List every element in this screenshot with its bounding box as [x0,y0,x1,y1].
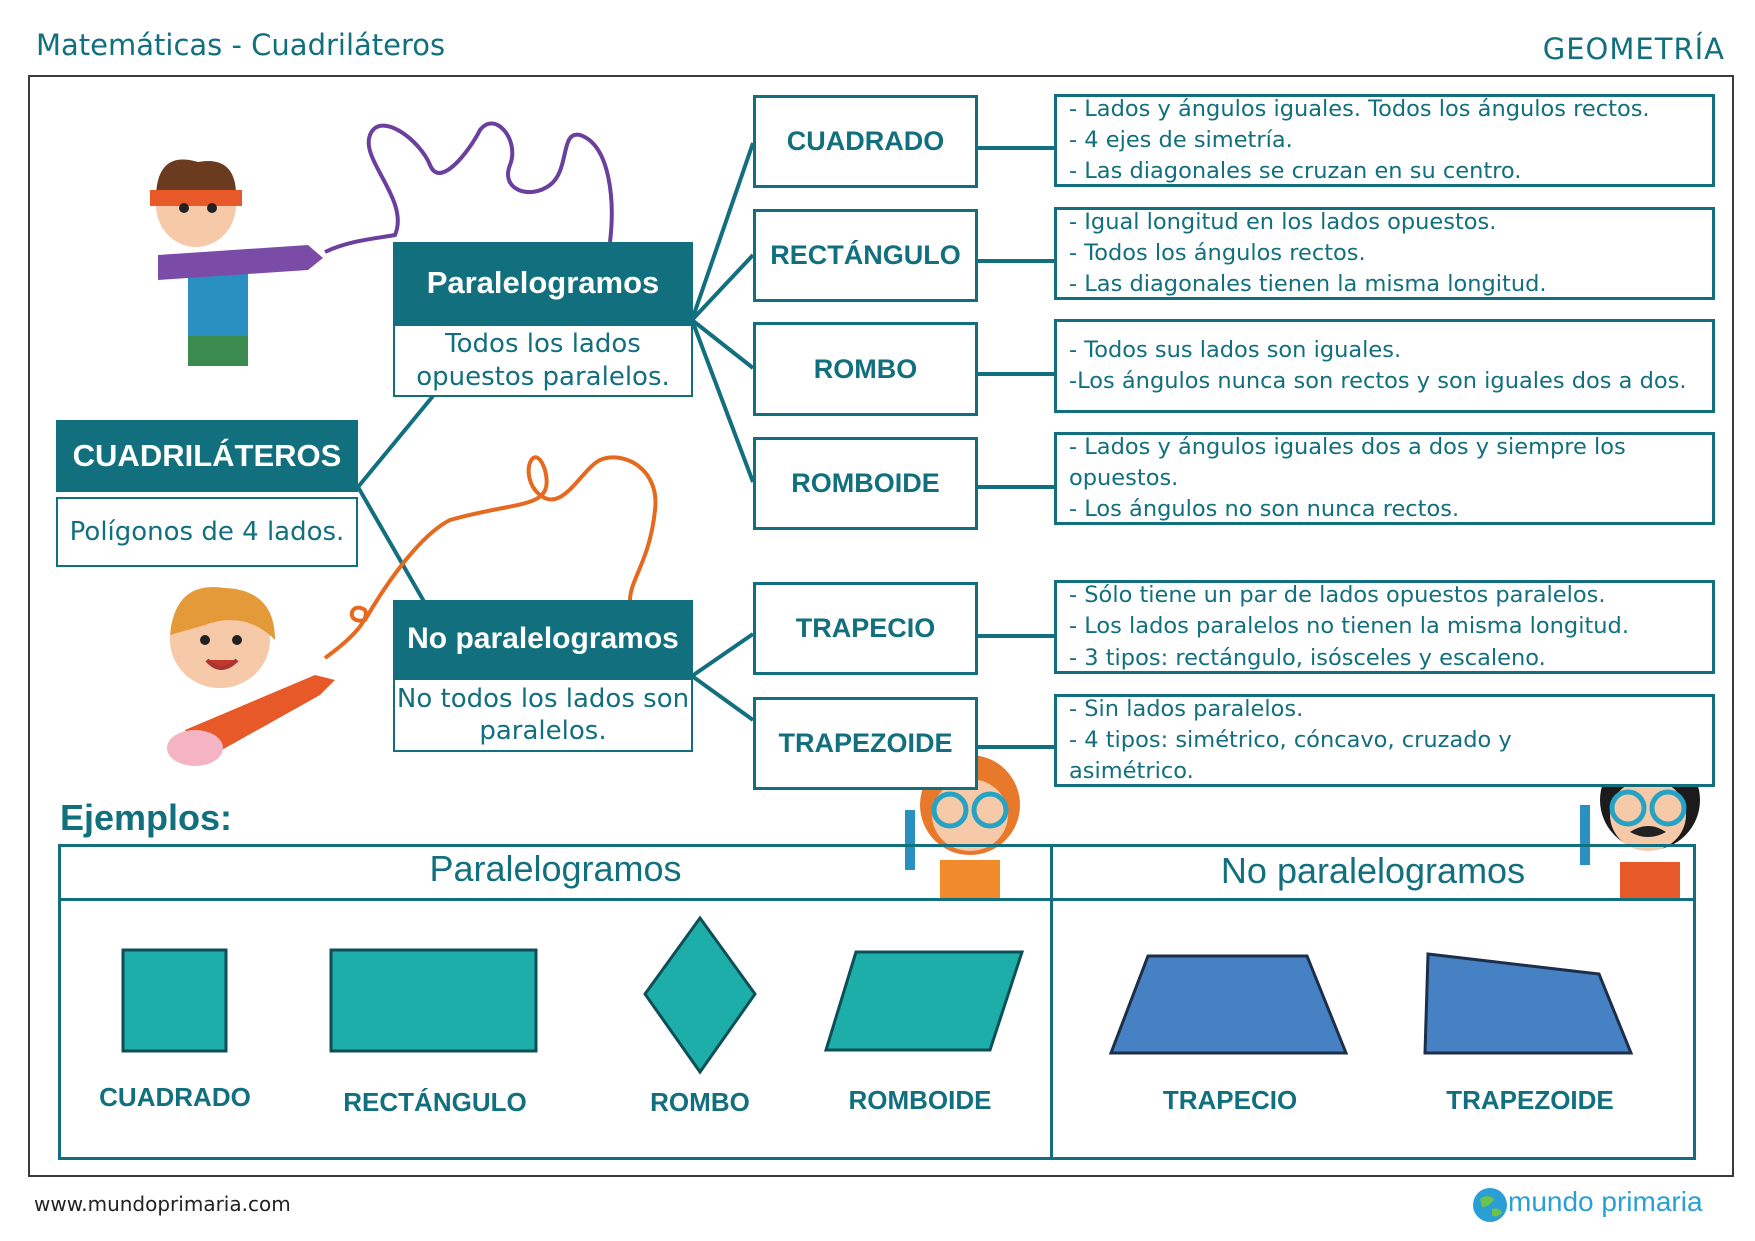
desc-line: - Sólo tiene un par de lados opuestos pa… [1069,582,1606,609]
examples-divider [1050,844,1053,1160]
footer-url[interactable]: www.mundoprimaria.com [34,1192,291,1216]
examples-frame [58,844,1696,1160]
desc-box-trapezoide: - Sin lados paralelos. - 4 tipos: simétr… [1054,694,1715,787]
shape-label-romboide: ROMBOIDE [848,1085,992,1115]
desc-line: -Los ángulos nunca son rectos y son igua… [1069,368,1687,394]
shape-rectangle [329,948,538,1053]
desc-box-romboide: - Lados y ángulos iguales dos a dos y si… [1054,432,1715,525]
shape-rhomboid [823,950,1025,1052]
type-box-trapezoide: TRAPEZOIDE [753,697,978,790]
examples-header-line [58,898,1696,901]
shape-label-rombo: ROMBO [650,1087,750,1117]
purple-squiggle [324,121,614,254]
category-title-non-parallelograms: No paralelogramos [393,600,693,678]
desc-line: - Lados y ángulos iguales dos a dos y si… [1069,433,1626,460]
subject-label: GEOMETRÍA [1542,32,1725,66]
type-box-romboide: ROMBOIDE [753,437,978,530]
page-title: Matemáticas - Cuadriláteros [36,28,446,62]
orange-squiggle [323,455,658,660]
desc-box-cuadrado: - Lados y ángulos iguales. Todos los áng… [1054,94,1715,187]
desc-line: - 4 tipos: simétrico, cóncavo, cruzado y [1069,726,1512,753]
boy-with-pencil-illustration [150,159,323,366]
shape-rhombus [643,915,757,1075]
content-frame [28,75,1734,1177]
category-title-parallelograms: Paralelogramos [393,242,693,324]
shape-trapezium [1423,952,1634,1055]
desc-line: - Los ángulos no son nunca rectos. [1069,496,1460,523]
type-box-rombo: ROMBO [753,322,978,416]
shape-label-trapecio: TRAPECIO [1162,1085,1298,1115]
desc-line: opuestos. [1069,464,1179,491]
desc-line: - Igual longitud en los lados opuestos. [1069,208,1497,235]
type-box-cuadrado: CUADRADO [753,95,978,188]
shape-trapezoid [1108,954,1349,1055]
desc-line: - Todos los ángulos rectos. [1069,239,1366,266]
category-desc-parallelograms: Todos los lados opuestos paralelos. [393,324,693,397]
desc-line: - Sin lados paralelos. [1069,695,1304,722]
desc-box-trapecio: - Sólo tiene un par de lados opuestos pa… [1054,580,1715,674]
shape-label-cuadrado: CUADRADO [99,1082,251,1112]
desc-line: - 4 ejes de simetría. [1069,126,1293,153]
root-title: CUADRILÁTEROS [56,420,358,492]
desc-box-rombo: - Todos sus lados son iguales. -Los ángu… [1054,319,1715,413]
root-description: Polígonos de 4 lados. [56,497,358,567]
examples-title: Ejemplos: [60,797,233,838]
shape-label-rectangulo: RECTÁNGULO [343,1087,527,1117]
desc-line: - Las diagonales se cruzan en su centro. [1069,158,1522,185]
desc-line: - 3 tipos: rectángulo, isósceles y escal… [1069,644,1546,671]
desc-line: asimétrico. [1069,758,1194,785]
desc-line: - Las diagonales tienen la misma longitu… [1069,271,1547,298]
desc-box-rectangulo: - Igual longitud en los lados opuestos. … [1054,207,1715,300]
shape-square [121,948,228,1053]
brand-logo[interactable]: mundo primaria [1508,1186,1703,1217]
desc-line: - Lados y ángulos iguales. Todos los áng… [1069,95,1650,122]
desc-line: - Los lados paralelos no tienen la misma… [1069,613,1629,640]
category-desc-non-parallelograms: No todos los lados son paralelos. [393,678,693,752]
type-box-rectangulo: RECTÁNGULO [753,209,978,302]
type-box-trapecio: TRAPECIO [753,582,978,675]
examples-header-parallelograms: Paralelogramos [429,848,682,889]
globe-icon [1473,1188,1507,1222]
shape-label-trapezoide: TRAPEZOIDE [1446,1085,1614,1115]
examples-header-non-parallelograms: No paralelogramos [1220,850,1526,891]
desc-line: - Todos sus lados son iguales. [1069,336,1402,363]
girl-with-pencil-illustration [167,586,335,766]
